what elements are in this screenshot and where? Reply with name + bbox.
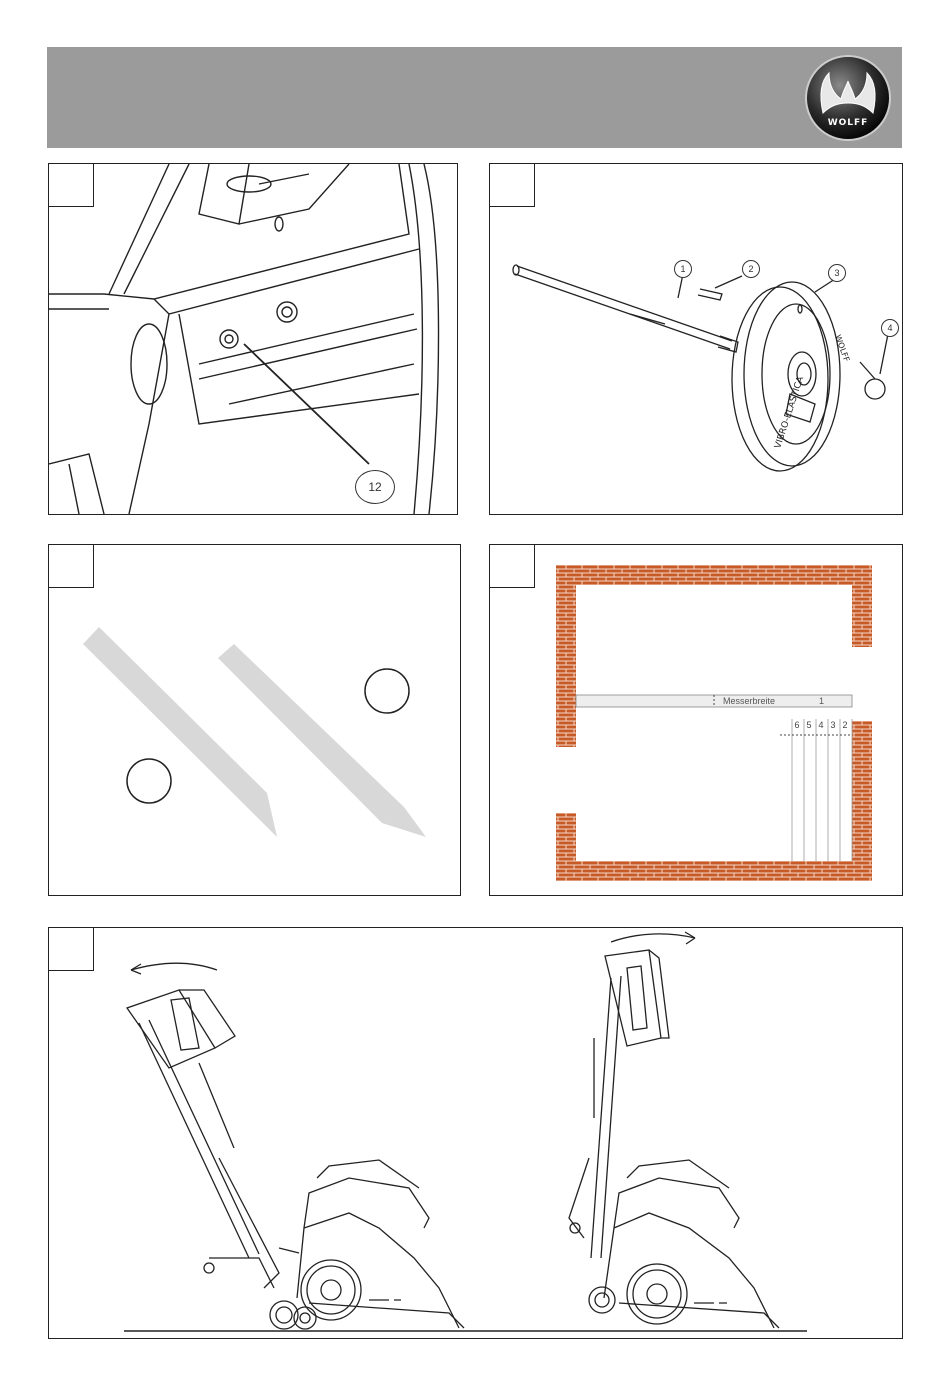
panel-room-diagram: Messerbreite 1 6 5 4 3 2	[489, 544, 903, 896]
ruler-num-5: 5	[804, 720, 814, 730]
wolff-logo-icon	[805, 55, 891, 141]
header-bar	[47, 47, 902, 148]
ruler-num-6: 6	[792, 720, 802, 730]
machine-tilt-drawing	[49, 928, 902, 1338]
blade-width-number: 1	[819, 696, 824, 706]
axle-wheel-drawing: VIBRO-ELASTICA WOLFF	[490, 164, 902, 514]
panel-tag	[49, 164, 94, 207]
machine-left	[127, 990, 464, 1329]
panel-tag	[490, 164, 535, 207]
callout-12: 12	[355, 470, 395, 504]
wall-top	[556, 565, 872, 585]
callout-2: 2	[742, 260, 760, 278]
marker-circle-left	[127, 759, 171, 803]
panel-tag	[49, 545, 94, 588]
marker-circle-right	[365, 669, 409, 713]
machine-right	[569, 950, 779, 1328]
ruler-num-3: 3	[828, 720, 838, 730]
ruler-num-4: 4	[816, 720, 826, 730]
blade-width-label: Messerbreite	[723, 696, 775, 706]
wheel-text-right: WOLFF	[833, 334, 851, 364]
panel-blades	[48, 544, 461, 896]
callout-1: 1	[674, 260, 692, 278]
callout-4: 4	[881, 319, 899, 337]
wall-right-upper	[852, 565, 872, 647]
wall-left-upper	[556, 565, 576, 747]
panel-tag	[490, 545, 535, 588]
wolff-logo: WOLFF	[805, 55, 891, 141]
logo-text: WOLFF	[805, 118, 891, 128]
callout-3: 3	[828, 264, 846, 282]
panel-machine-tilt	[48, 927, 903, 1339]
panel-detail-bolt: 12	[48, 163, 458, 515]
blades-drawing	[49, 545, 460, 895]
panel-axle-parts: VIBRO-ELASTICA WOLFF 1 2 3 4	[489, 163, 903, 515]
machine-detail-drawing	[49, 164, 457, 514]
ruler-num-2: 2	[840, 720, 850, 730]
panel-tag	[49, 928, 94, 971]
wall-bottom	[556, 861, 872, 881]
wall-right-lower	[852, 721, 872, 881]
